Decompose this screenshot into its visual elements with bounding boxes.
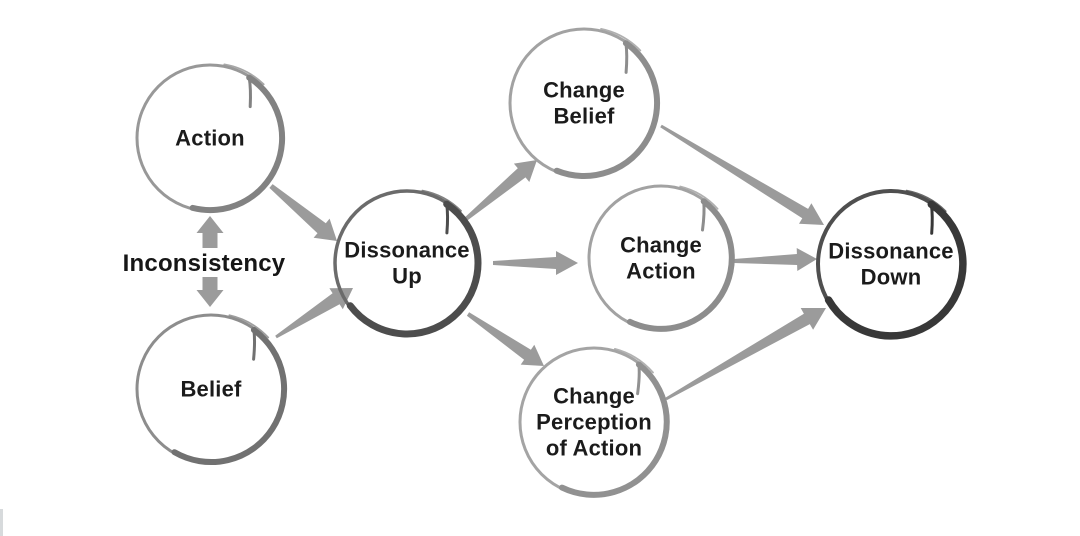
node-ring-flick — [614, 348, 654, 374]
arrow-inconsistency-up — [196, 216, 224, 248]
node-swoosh — [189, 74, 286, 213]
left-edge-artifact — [0, 509, 3, 536]
node-swoosh-tail — [252, 328, 257, 361]
arrow-change-belief-to-dissonance-down — [660, 124, 824, 225]
arrow-action-to-dissonance-up — [269, 184, 337, 241]
node-swoosh-tail — [624, 41, 629, 74]
arrow-change-perception-to-dissonance-down — [665, 308, 826, 401]
node-swoosh-tail — [247, 76, 252, 109]
inconsistency-label: Inconsistency — [122, 250, 286, 277]
node-action: Action — [135, 63, 286, 213]
node-swoosh — [559, 361, 670, 498]
node-label-action: Action — [175, 126, 245, 151]
node-ring-flick — [223, 63, 265, 86]
node-swoosh-tail — [445, 202, 450, 235]
arrow-dissonance-up-to-change-action — [493, 251, 578, 275]
arrow-inconsistency-down — [196, 277, 224, 307]
node-swoosh — [553, 40, 661, 180]
node-belief: Belief — [135, 313, 288, 465]
node-ring-flick — [679, 185, 719, 210]
node-swoosh — [171, 326, 288, 465]
node-swoosh — [824, 200, 967, 340]
node-ring-flick — [228, 314, 270, 339]
arrow-belief-to-dissonance-up — [275, 288, 353, 339]
node-ring-flick — [600, 28, 642, 52]
arrow-dissonance-up-to-change-perception — [466, 312, 544, 366]
arrow-dissonance-up-to-change-belief — [464, 160, 537, 221]
node-swoosh — [346, 200, 482, 338]
node-ring-flick — [905, 189, 947, 213]
node-swoosh-tail — [701, 199, 706, 232]
node-swoosh-tail — [636, 363, 641, 396]
node-ring-flick — [421, 189, 462, 212]
node-swoosh — [626, 198, 735, 332]
node-swoosh-tail — [929, 202, 934, 235]
node-label-belief: Belief — [180, 377, 242, 402]
arrow-change-action-to-dissonance-down — [734, 248, 817, 271]
